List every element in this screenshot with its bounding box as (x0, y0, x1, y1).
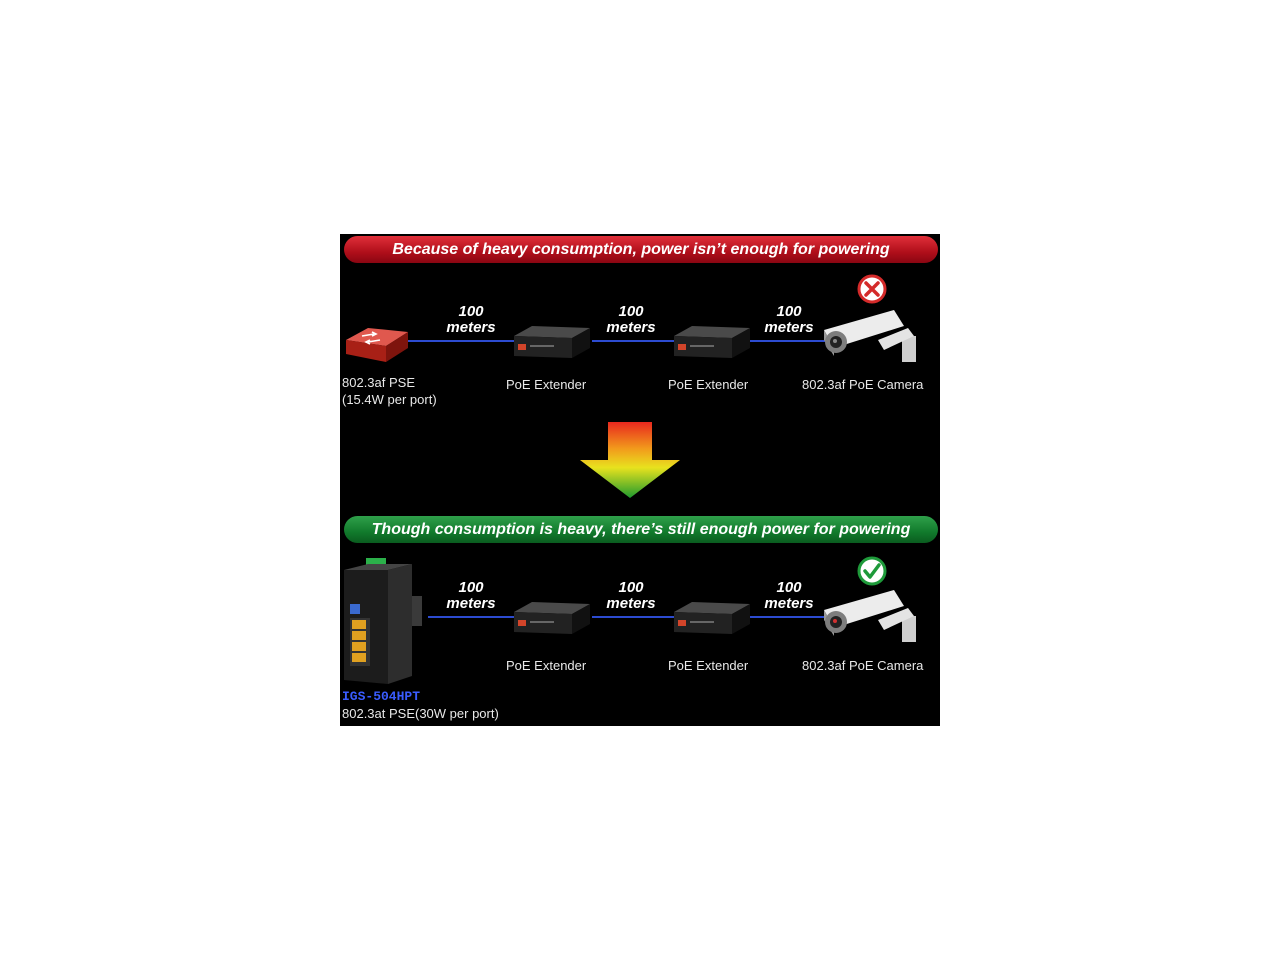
poe-camera-icon (824, 590, 916, 642)
poe-extender-icon (674, 326, 750, 358)
extender-label: PoE Extender (506, 658, 587, 673)
poe-camera-icon (824, 310, 916, 362)
distance-unit: meters (606, 319, 656, 336)
distance-unit: meters (764, 595, 814, 612)
pse-label-line1: 802.3af PSE (342, 375, 415, 390)
cable-segment (592, 616, 676, 618)
distance-unit: meters (446, 319, 496, 336)
poe-extender-icon (674, 602, 750, 634)
camera-label: 802.3af PoE Camera (802, 658, 924, 673)
switch-model-label: IGS-504HPT (342, 689, 421, 704)
bottom-banner: Though consumption is heavy, there’s sti… (344, 516, 938, 543)
check-icon (857, 556, 887, 586)
extender-label: PoE Extender (668, 377, 749, 392)
distance-value: 100 (458, 303, 484, 320)
cable-segment (428, 616, 516, 618)
industrial-switch-icon (344, 558, 422, 684)
camera-label: 802.3af PoE Camera (802, 377, 924, 392)
cable-segment (750, 616, 826, 618)
poe-extender-icon (514, 326, 590, 358)
down-arrow-icon (580, 422, 680, 498)
poe-comparison-diagram: Because of heavy consumption, power isn’… (340, 234, 940, 726)
poe-extender-icon (514, 602, 590, 634)
pse-switch-icon (346, 328, 408, 362)
pse-label: 802.3af PSE (15.4W per port) (342, 374, 437, 408)
cable-segment (408, 340, 516, 342)
distance-value: 100 (776, 579, 802, 596)
extender-label: PoE Extender (506, 377, 587, 392)
pse-label: IGS-504HPT 802.3at PSE(30W per port) (342, 688, 499, 722)
distance-value: 100 (458, 579, 484, 596)
pse-label-line2: (15.4W per port) (342, 392, 437, 407)
error-x-icon (857, 274, 887, 304)
distance-value: 100 (618, 303, 644, 320)
cable-segment (592, 340, 676, 342)
top-banner: Because of heavy consumption, power isn’… (344, 236, 938, 263)
distance-unit: meters (446, 595, 496, 612)
distance-value: 100 (776, 303, 802, 320)
extender-label: PoE Extender (668, 658, 749, 673)
distance-unit: meters (764, 319, 814, 336)
distance-value: 100 (618, 579, 644, 596)
distance-unit: meters (606, 595, 656, 612)
cable-segment (750, 340, 826, 342)
pse-label-line: 802.3at PSE(30W per port) (342, 706, 499, 721)
